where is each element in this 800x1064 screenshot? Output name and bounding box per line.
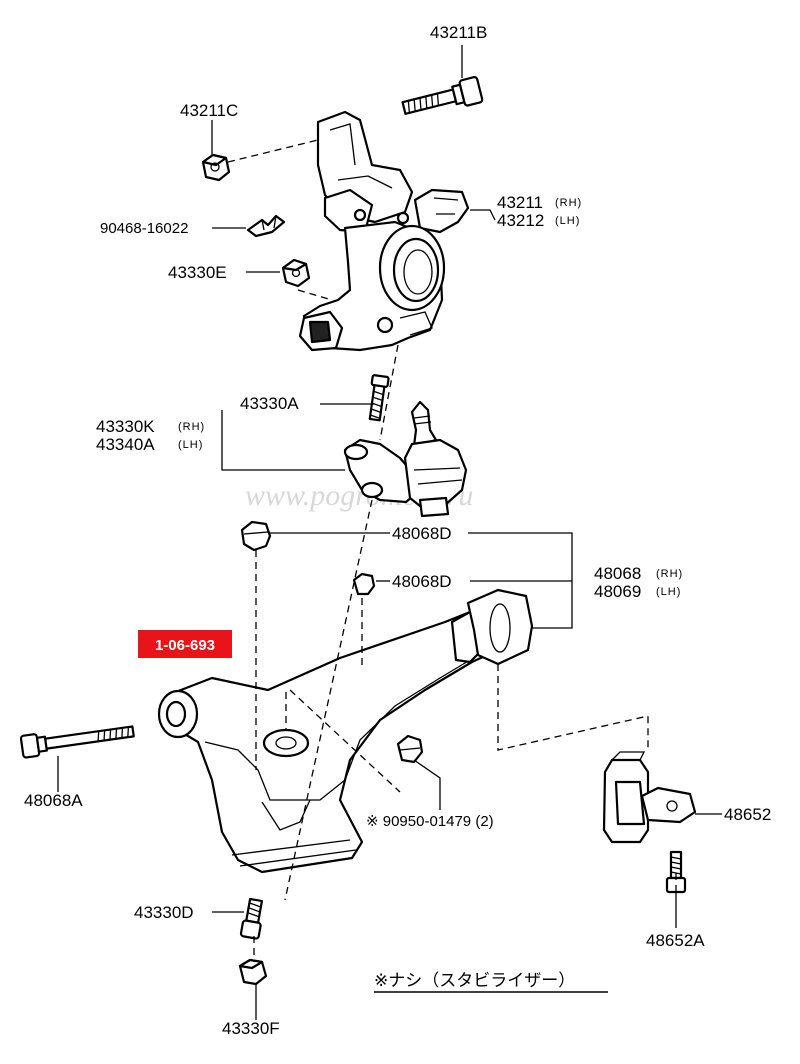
label-43212: 43212 bbox=[497, 211, 544, 230]
leader-lines bbox=[57, 45, 722, 1020]
label-43330F: 43330F bbox=[222, 1019, 280, 1038]
label-48068-rh: (RH) bbox=[656, 568, 683, 580]
bolt-43211B[interactable] bbox=[401, 76, 484, 121]
stopper-48068D-lower[interactable] bbox=[352, 572, 376, 596]
reference-badge[interactable]: 1-06-693 bbox=[138, 630, 232, 658]
nut-43330E[interactable] bbox=[281, 258, 311, 288]
nut-43211C[interactable] bbox=[201, 153, 231, 182]
ball-joint[interactable] bbox=[343, 400, 468, 518]
label-43330K: 43330K bbox=[96, 417, 155, 436]
bolt-48068A[interactable] bbox=[19, 721, 135, 759]
label-43340A: 43340A bbox=[96, 435, 155, 454]
stopper-48068D-upper[interactable] bbox=[240, 520, 272, 552]
label-48068: 48068 bbox=[594, 564, 641, 583]
label-43211: 43211 bbox=[497, 193, 543, 212]
plug-90950-01479[interactable] bbox=[396, 734, 424, 764]
label-48068D-lower: 48068D bbox=[392, 572, 452, 591]
label-43212-lh: (LH) bbox=[555, 215, 580, 227]
stabilizer-bracket-48652[interactable] bbox=[602, 751, 697, 844]
label-43330D: 43330D bbox=[134, 903, 194, 922]
label-43211B: 43211B bbox=[430, 23, 487, 42]
footnote-no-stabilizer: ※ナシ（スタビライザー） bbox=[374, 971, 575, 990]
label-48068A: 48068A bbox=[24, 791, 83, 810]
label-43340A-lh: (LH) bbox=[178, 439, 203, 451]
assembly-lines bbox=[227, 139, 677, 962]
steering-knuckle[interactable] bbox=[298, 110, 470, 352]
nut-43330F[interactable] bbox=[238, 958, 268, 986]
label-90468-16022: 90468-16022 bbox=[100, 220, 188, 237]
reference-badge-text: 1-06-693 bbox=[155, 637, 215, 654]
bolt-43330A[interactable] bbox=[367, 374, 390, 422]
label-43211C: 43211C bbox=[180, 101, 238, 120]
bolt-43330D[interactable] bbox=[239, 897, 265, 940]
label-48069-lh: (LH) bbox=[656, 586, 681, 598]
label-43330E: 43330E bbox=[168, 263, 227, 282]
label-48068D-upper: 48068D bbox=[392, 524, 452, 543]
label-43330K-rh: (RH) bbox=[178, 421, 205, 433]
lower-suspension-arm[interactable] bbox=[157, 588, 534, 874]
label-48652: 48652 bbox=[724, 805, 771, 824]
label-43211-rh: (RH) bbox=[555, 197, 582, 209]
clip-90468-16022[interactable] bbox=[246, 214, 286, 238]
reference-badge-bg bbox=[138, 630, 232, 658]
label-48652A: 48652A bbox=[646, 931, 705, 950]
label-90950-01479: ※ 90950-01479 (2) bbox=[366, 813, 494, 830]
label-43330A: 43330A bbox=[240, 394, 299, 413]
label-48069: 48069 bbox=[594, 582, 641, 601]
